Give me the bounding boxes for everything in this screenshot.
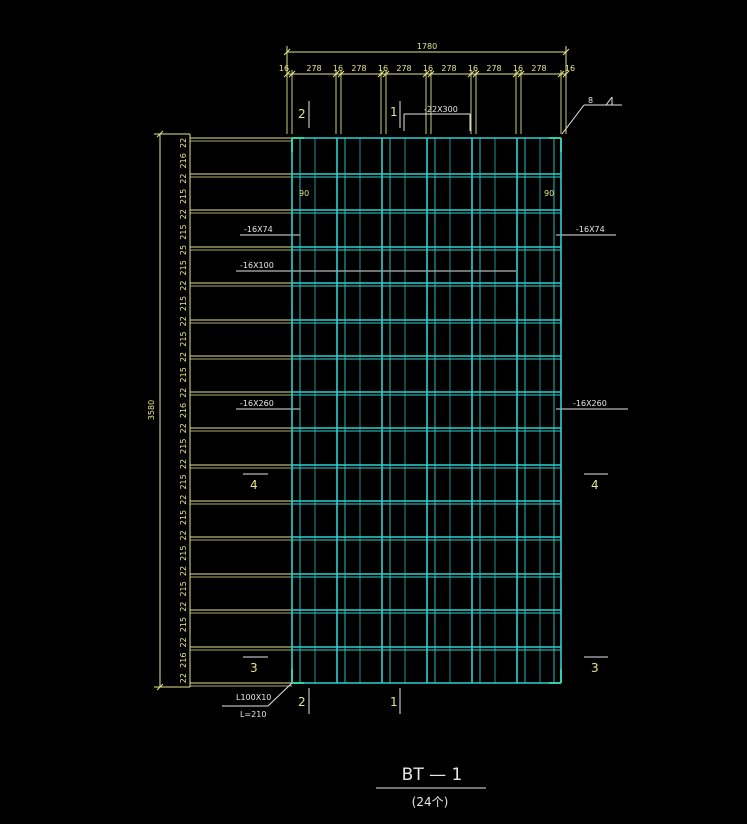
weld-symbol [605,96,613,106]
drawing-quantity: (24个) [412,795,449,809]
steel-grating-grid [291,137,562,684]
left-segment-dim-text: 215 [179,581,188,596]
left-segment-dim-text: 22 [179,174,188,184]
left-segment-dim-text: 22 [179,281,188,291]
dim-overall-height: 3580 [147,400,156,420]
label-plate-16x260-left: -16X260 [240,399,274,408]
drawing-title: BT — 1 [402,765,463,785]
left-segment-dim-text: 215 [179,439,188,454]
left-segment-dim-text: 22 [179,423,188,433]
left-segment-dim-text: 22 [179,352,188,362]
weld-leader [561,104,585,135]
top-segment-dim-text: 278 [306,64,321,73]
left-segment-dim-text: 25 [179,245,188,255]
label-plate-16x74-left: -16X74 [244,225,273,234]
label-plate-16x100: -16X100 [240,261,274,270]
section-mark-3-left: 3 [250,661,258,675]
dimension-tick [332,70,340,78]
dimension-tick [557,70,565,78]
left-segment-dim-text: 215 [179,510,188,525]
left-segment-dim-text: 22 [179,209,188,219]
left-segment-dim-text: 22 [179,566,188,576]
left-segment-dim-text: 22 [179,138,188,148]
left-segment-dim-text: 22 [179,316,188,326]
left-segment-dim-text: 215 [179,474,188,489]
left-segment-dim-text: 215 [179,260,188,275]
section-mark-4-right: 4 [591,478,599,492]
left-segment-dim-text: 215 [179,296,188,311]
label-plate-22x300: -22X300 [424,105,458,114]
label-angle-length: L=210 [240,710,266,719]
left-segment-dim-text: 215 [179,546,188,561]
dimension-tick [156,130,164,138]
dimension-tick [512,70,520,78]
top-segment-dim-text: 278 [486,64,501,73]
dimension-tick [562,48,570,56]
left-segment-dim-text: 215 [179,224,188,239]
dimension-tick [283,48,291,56]
left-segment-dim-text: 216 [179,403,188,418]
dimension-tick [283,70,291,78]
dimension-tick [337,70,345,78]
dimension-tick [467,70,475,78]
top-segment-dimensions: 16 278 16 278 16 278 16 278 16 278 16 278 16 [279,64,575,73]
left-segment-dim-text: 22 [179,602,188,612]
top-segment-dim-text: 278 [396,64,411,73]
left-segment-dim-text: 215 [179,617,188,632]
dim-overall-width: 1780 [417,42,437,51]
top-segment-dim-text: 278 [351,64,366,73]
label-plate-16x74-right: -16X74 [576,225,605,234]
top-segment-dim-text: 16 [565,64,575,73]
section-mark-3-right: 3 [591,661,599,675]
static-linework [154,46,628,789]
dimension-tick [517,70,525,78]
dimension-tick [427,70,435,78]
left-segment-dim-text: 215 [179,189,188,204]
top-segment-dim-text: 16 [468,64,478,73]
dimension-tick [562,70,570,78]
label-plate-16x260-right: -16X260 [573,399,607,408]
label-weld-size: 8 [588,96,593,105]
left-segment-dim-text: 22 [179,530,188,540]
dimension-tick [422,70,430,78]
dimension-tick [288,70,296,78]
leader-angle [267,682,293,707]
dimension-tick [382,70,390,78]
dimension-tick [156,683,164,691]
dimension-tick [377,70,385,78]
left-segment-dim-text: 22 [179,459,188,469]
left-segment-dim-text: 22 [179,495,188,505]
section-mark-4-left: 4 [250,478,258,492]
top-segment-dim-text: 16 [378,64,388,73]
left-segment-dim-text: 22 [179,673,188,683]
section-mark-1-bottom: 1 [390,695,398,709]
section-mark-1-top: 1 [390,105,398,119]
label-gap-left: 90 [299,189,309,198]
section-mark-2-top: 2 [298,107,306,121]
dimension-tick [472,70,480,78]
top-segment-dim-text: 16 [279,64,289,73]
left-segment-dimensions: 22 216 22 215 22 215 25 215 22 215 22 215 22 215 22 216… [179,138,188,683]
left-segment-dim-text: 215 [179,367,188,382]
top-segment-dim-text: 16 [333,64,343,73]
top-segment-dim-text: 278 [441,64,456,73]
top-segment-dim-text: 16 [513,64,523,73]
left-segment-dim-text: 216 [179,653,188,668]
label-angle-section: L100X10 [236,693,271,702]
left-segment-dim-text: 216 [179,153,188,168]
left-segment-dim-text: 22 [179,388,188,398]
left-segment-dim-text: 22 [179,637,188,647]
label-gap-right: 90 [544,189,554,198]
top-segment-dim-text: 278 [531,64,546,73]
left-segment-dim-text: 215 [179,331,188,346]
section-mark-2-bottom: 2 [298,695,306,709]
top-segment-dim-text: 16 [423,64,433,73]
